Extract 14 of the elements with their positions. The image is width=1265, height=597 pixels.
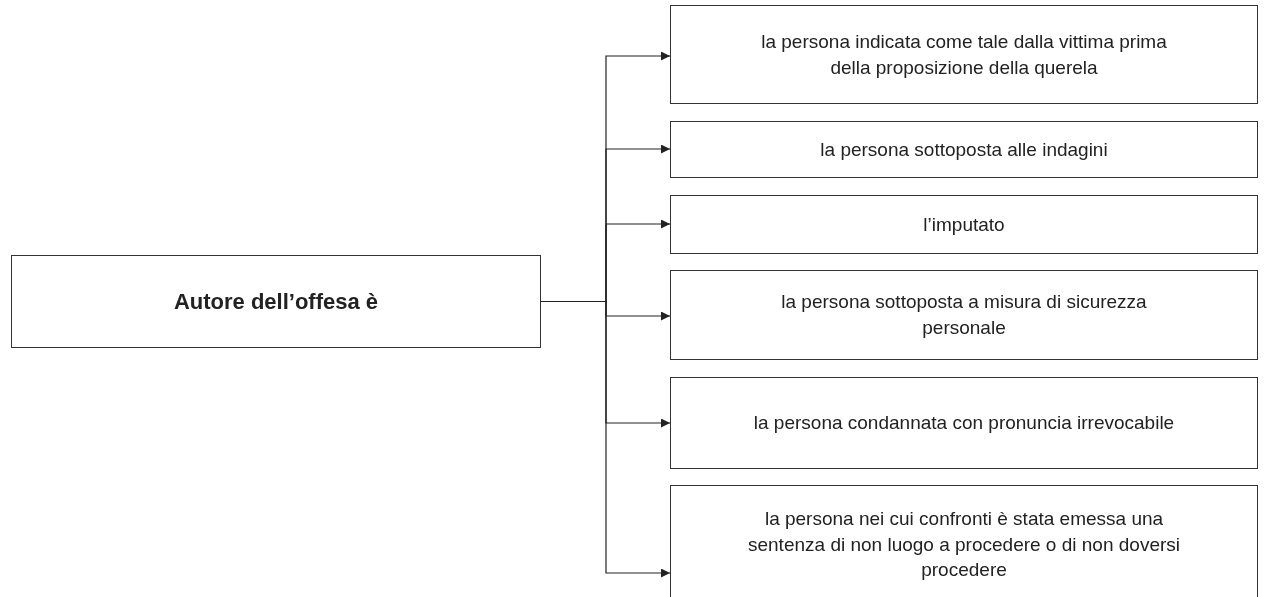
option-text: la persona nei cui confronti è stata emessa una sentenza di non luogo a procedere o di non doversi procedere <box>747 507 1181 583</box>
option-box <box>670 121 1258 178</box>
option-text: l’imputato <box>923 212 1005 237</box>
option-box <box>670 485 1258 597</box>
option-box <box>670 377 1258 469</box>
option-text: la persona sottoposta a misura di sicurezza personale <box>780 290 1148 340</box>
subject-text: Autore dell’offesa è <box>173 287 379 316</box>
subject-box <box>11 255 541 348</box>
option-text: la persona sottoposta alle indagini <box>820 137 1108 162</box>
option-box <box>670 270 1258 360</box>
option-text: la persona indicata come tale dalla vittima prima della proposizione della querela <box>760 29 1168 80</box>
option-box <box>670 5 1258 104</box>
option-box <box>670 195 1258 254</box>
option-text: la persona condannata con pronuncia irrevocabile <box>753 411 1175 436</box>
